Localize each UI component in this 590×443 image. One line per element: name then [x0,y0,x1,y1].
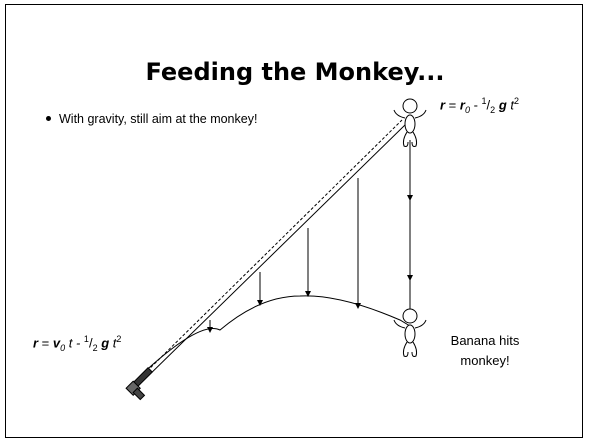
aim-line-dashed [139,119,403,379]
equation-monkey: r = r0 - 1/2 g t2 [440,96,520,115]
eq-symbol-t: t [510,97,515,113]
banana-line-2: monkey! [460,353,510,368]
eq-frac-num: 1 [481,96,487,106]
eq-symbol-v: v [52,335,61,351]
bullet-text: With gravity, still aim at the monkey! [59,112,258,126]
eq-frac-den: 2 [490,104,496,115]
banana-line-1: Banana hits [450,333,520,348]
eq-minus: - [469,97,482,113]
eq-exponent: 2 [514,96,520,106]
eq-symbol-g: g [101,335,110,351]
eq-symbol-r: r [33,335,39,351]
bullet-dot-icon [46,116,51,122]
gun-icon [125,367,153,401]
aim-line [141,123,407,383]
eq-frac-den: 2 [92,342,98,353]
eq-subscript: 0 [464,104,470,115]
eq-symbol-r: r [440,97,446,113]
equation-banana: r = v0 t - 1/2 g t2 [33,334,122,353]
banana-hits-label: Banana hits monkey! [440,331,530,371]
eq-equals: = [445,97,460,113]
eq-frac-num: 1 [83,334,89,344]
eq-equals: = [38,335,53,351]
eq-symbol-r0: r [459,97,465,113]
monkey-icon [393,98,427,147]
banana-trajectory [139,295,411,377]
eq-t-minus: t - [65,335,84,351]
slide [5,4,583,438]
monkey-icon [393,308,427,357]
bullet-item: With gravity, still aim at the monkey! [46,112,257,126]
eq-subscript: 0 [60,342,66,353]
eq-symbol-g: g [498,97,507,113]
slide-title: Feeding the Monkey... [145,58,445,86]
eq-exponent: 2 [116,334,122,344]
eq-symbol-t: t [112,335,117,351]
